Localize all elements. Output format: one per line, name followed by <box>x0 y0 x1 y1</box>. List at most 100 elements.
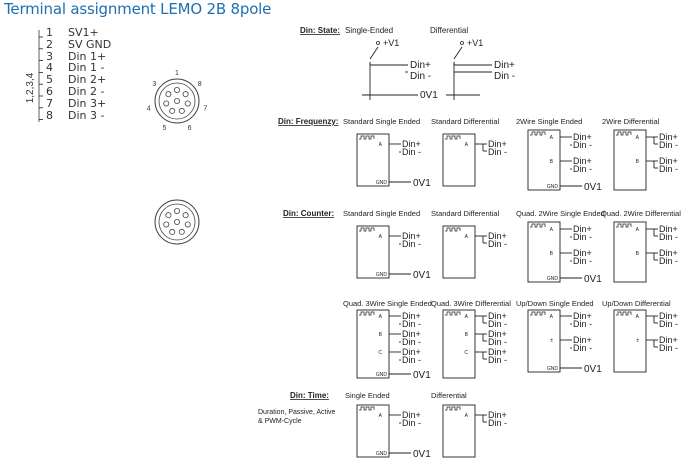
channel-label: B <box>379 332 383 338</box>
pin-number: 5 <box>46 73 53 87</box>
din-minus-label: Din - <box>659 319 678 329</box>
din-plus-label: Din+ <box>402 311 421 321</box>
counter-title-std-se: Standard Single Ended <box>343 209 420 218</box>
sensor-box <box>356 133 390 187</box>
din-plus-label: Din+ <box>402 347 421 357</box>
channel-label: B <box>636 251 640 257</box>
din-minus-label: Din - <box>659 140 678 150</box>
ov-label: 0V1 <box>413 270 431 281</box>
counter-title-ud-se: Up/Down Single Ended <box>516 299 594 308</box>
gnd-label: GND <box>376 272 388 278</box>
din-plus-label: Din+ <box>573 224 592 234</box>
connector-pin <box>169 107 176 114</box>
channel-label: B <box>550 251 554 257</box>
channel-label: A <box>550 227 554 233</box>
counter-title-std-diff: Standard Differential <box>431 209 500 218</box>
din-minus-label: Din - <box>402 319 421 329</box>
signal-wave <box>616 311 632 316</box>
connector-pin <box>182 91 189 98</box>
pin-number: 2 <box>46 37 53 51</box>
counter-title-q2w-se: Quad. 2Wire Single Ended <box>516 209 605 218</box>
din-plus-label: Din+ <box>494 60 515 71</box>
sensor-box <box>527 221 561 283</box>
din-plus-label: Din+ <box>659 335 678 345</box>
gnd-label: GND <box>376 180 388 186</box>
sensor-box <box>613 129 647 191</box>
connector-inner <box>158 203 196 241</box>
connector-pin <box>184 100 191 107</box>
din-plus-label: Din+ <box>488 410 507 420</box>
counter-title-q3w-se: Quad. 3Wire Single Ended <box>343 299 432 308</box>
section-counter-heading: Din: Counter: <box>283 209 334 218</box>
freq-title-2w-diff: 2Wire Differential <box>602 117 660 126</box>
din-minus-label: Din - <box>488 337 507 347</box>
section-state-heading: Din: State: <box>300 26 340 35</box>
connector-outer <box>154 78 200 124</box>
signal-wave <box>616 223 632 228</box>
connector-pin <box>173 98 180 105</box>
freq-title-std-diff: Standard Differential <box>431 117 500 126</box>
pin-name: Din 1+ <box>68 49 107 63</box>
channel-label: ± <box>636 338 639 344</box>
sensor-box <box>442 309 476 379</box>
din-minus-label: Din - <box>573 140 592 150</box>
channel-label: A <box>465 413 469 419</box>
din-plus-label: Din+ <box>659 311 678 321</box>
signal-wave <box>445 227 461 232</box>
connector-number: 6 <box>188 125 192 132</box>
din-plus-label: Din+ <box>659 132 678 142</box>
channel-label: B <box>550 159 554 165</box>
page-title: Terminal assignment LEMO 2B 8pole <box>4 0 272 18</box>
signal-wave <box>530 311 546 316</box>
connector-pin <box>165 212 172 219</box>
din-plus-label: Din+ <box>659 248 678 258</box>
connector-pin <box>169 228 176 235</box>
ov-label: 0V1 <box>413 449 431 460</box>
channel-label: A <box>379 413 383 419</box>
state-differential-title: Differential <box>430 26 468 35</box>
din-minus-label: Din - <box>402 239 421 249</box>
wire <box>369 46 379 60</box>
time-title-diff: Differential <box>431 391 467 400</box>
connector-number: 4 <box>147 105 151 112</box>
signal-wave <box>359 311 375 316</box>
gnd-label: GND <box>547 366 559 372</box>
din-minus-label: Din - <box>573 232 592 242</box>
channel-label: A <box>379 142 383 148</box>
din-plus-label: Din+ <box>402 410 421 420</box>
pin-name: SV1+ <box>68 26 99 39</box>
terminal <box>460 41 464 45</box>
connector-pin <box>178 228 185 235</box>
din-minus-label: Din - <box>659 343 678 353</box>
din-minus-label: Din - <box>573 319 592 329</box>
ov-label: 0V1 <box>420 90 438 101</box>
din-plus-label: Din+ <box>402 231 421 241</box>
din-plus-label: Din+ <box>573 156 592 166</box>
channel-label: A <box>379 234 383 240</box>
connector-number: 1 <box>175 70 179 77</box>
connector-number: 5 <box>162 125 166 132</box>
din-plus-label: Din+ <box>573 311 592 321</box>
din-minus-label: Din - <box>659 232 678 242</box>
din-minus-label: Din - <box>402 355 421 365</box>
connector-pin <box>165 91 172 98</box>
channel-label: A <box>465 234 469 240</box>
din-plus-label: Din+ <box>488 329 507 339</box>
pin-group-label: 1,2,3,4 <box>25 72 36 103</box>
counter-std-se-box: A Din+Din - GND 0V1 <box>356 225 431 281</box>
connector-pin <box>178 107 185 114</box>
din-plus-label: Din+ <box>402 139 421 149</box>
channel-label: A <box>636 135 640 141</box>
din-minus-label: Din - <box>402 337 421 347</box>
signal-wave <box>530 131 546 136</box>
din-minus-label: Din - <box>488 355 507 365</box>
